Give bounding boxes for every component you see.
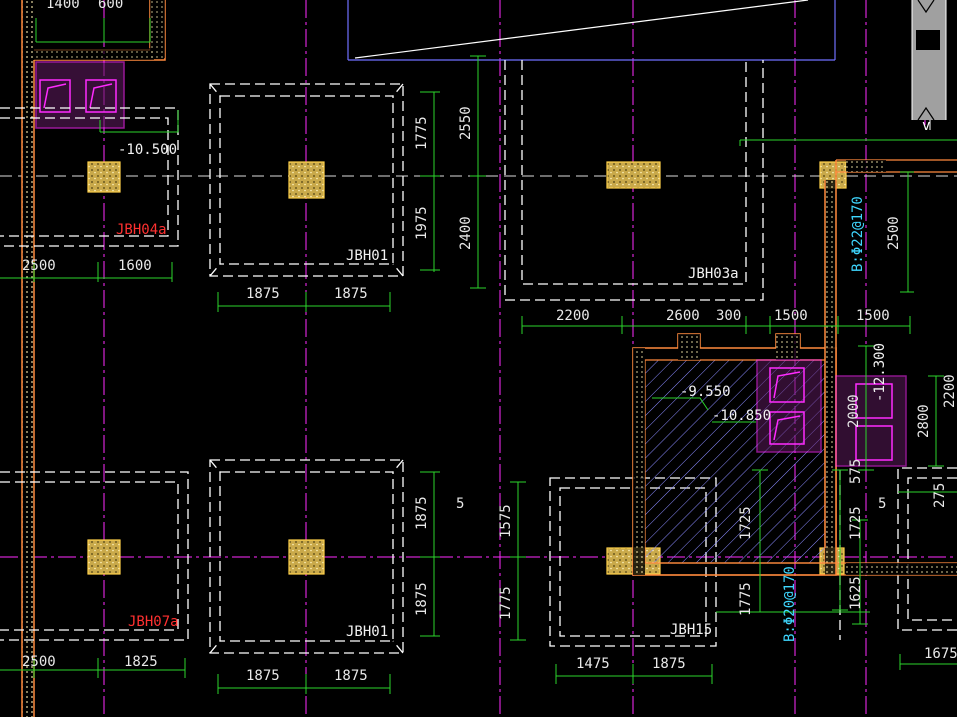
dim-label: 2500 xyxy=(22,654,56,670)
top-blue-slab xyxy=(347,0,836,61)
column xyxy=(87,539,121,575)
dim-label: 1875 xyxy=(414,582,430,616)
foundation-label: JBH04a xyxy=(116,222,167,238)
dim-label: 1775 xyxy=(738,582,754,616)
dim-label: 1875 xyxy=(414,496,430,530)
foundation-label: JBH01 xyxy=(346,248,388,264)
dim-label: 2200 xyxy=(556,308,590,324)
dim-label: 1775 xyxy=(498,586,514,620)
foundation-label: JBH15 xyxy=(670,622,712,638)
section-marker-top-right: v xyxy=(911,0,947,134)
top-left-wall xyxy=(21,0,166,717)
dim-label: 5 xyxy=(878,496,886,512)
dim-label: 1625 xyxy=(848,576,864,610)
elevation-label: -12.300 xyxy=(872,343,888,402)
sump-pit-top-left xyxy=(35,61,125,129)
elevation-label: -10.500 xyxy=(118,142,177,158)
dim-label: 1500 xyxy=(856,308,890,324)
dim-label: 1500 xyxy=(774,308,808,324)
elevation-label: -9.550 xyxy=(680,384,731,400)
dim-label: 1725 xyxy=(738,506,754,540)
foundation-label: JBH01 xyxy=(346,624,388,640)
dim-label: 1400 xyxy=(46,0,80,12)
dim-label: 1475 xyxy=(576,656,610,672)
dim-label: 1775 xyxy=(414,116,430,150)
svg-text:v: v xyxy=(922,118,930,134)
dim-label: 1975 xyxy=(414,206,430,240)
column xyxy=(606,161,661,189)
rebar-label: B:Φ22@170 xyxy=(850,196,866,272)
dim-label: 1875 xyxy=(652,656,686,672)
dim-label: 275 xyxy=(932,483,948,508)
dim-label: 2200 xyxy=(942,374,957,408)
dim-label: 1575 xyxy=(498,504,514,538)
dim-label: 2500 xyxy=(22,258,56,274)
dim-label: 2600 xyxy=(666,308,700,324)
dim-label: 2800 xyxy=(916,404,932,438)
dim-label: 1675 xyxy=(924,646,957,662)
column xyxy=(87,161,121,193)
dim-label: 2000 xyxy=(846,394,862,428)
dimension-lines xyxy=(0,18,957,694)
dim-label: 1875 xyxy=(334,668,368,684)
dim-label: 575 xyxy=(848,459,864,484)
dim-label: 1825 xyxy=(124,654,158,670)
dim-label: 1600 xyxy=(118,258,152,274)
column xyxy=(288,539,325,575)
elevation-label: -10.850 xyxy=(712,408,771,424)
dim-label: 1725 xyxy=(848,506,864,540)
dim-label: 600 xyxy=(98,0,123,12)
foundation-label: JBH03a xyxy=(688,266,739,282)
foundation-label: JBH07a xyxy=(128,614,179,630)
dim-label: 1875 xyxy=(334,286,368,302)
dim-label: 2500 xyxy=(886,216,902,250)
dim-label: 300 xyxy=(716,308,741,324)
dim-label: 2550 xyxy=(458,106,474,140)
dim-label: 1875 xyxy=(246,286,280,302)
dim-label: 5 xyxy=(456,496,464,512)
rebar-label: B:Φ20@170 xyxy=(782,566,798,642)
sump-pits-center xyxy=(756,359,907,467)
dim-label: 2400 xyxy=(458,216,474,250)
column xyxy=(288,161,325,199)
dim-label: 1875 xyxy=(246,668,280,684)
